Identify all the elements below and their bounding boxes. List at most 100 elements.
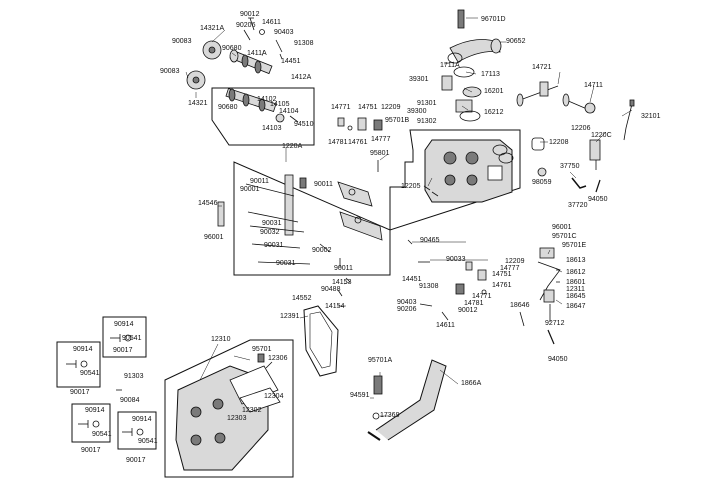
part-label: 14153 <box>332 279 352 286</box>
bolt-90012 <box>248 17 255 31</box>
part-label: 14721 <box>532 64 552 71</box>
bolt-90206 <box>243 29 251 41</box>
part-label: 12302 <box>242 407 262 414</box>
cam-holder-right <box>337 181 383 241</box>
group-frame-valve-cover <box>164 339 294 478</box>
part-label: 1411A <box>247 50 267 57</box>
pin-12205 <box>423 185 439 197</box>
sensor-32101 <box>623 99 635 141</box>
group-frame-bolt-a <box>56 341 101 388</box>
part-label: 14105 <box>270 101 290 108</box>
part-label: 1711A <box>440 62 460 69</box>
part-label: 90541 <box>122 335 142 342</box>
part-label: 32101 <box>641 113 661 120</box>
part-label: 1220C <box>591 132 612 139</box>
bolt-90403-lower <box>419 303 433 307</box>
part-label: 17113 <box>481 71 500 78</box>
part-label: 12209 <box>381 104 401 111</box>
part-label: 1412A <box>291 74 312 81</box>
group-frame-bolt-c <box>71 403 111 443</box>
valve-spring-set-lower <box>455 261 487 295</box>
part-label: 90001 <box>240 186 260 193</box>
part-label: 18645 <box>566 293 586 300</box>
part-label: 12205 <box>401 183 421 190</box>
part-label: 91302 <box>417 118 437 125</box>
part-label: 14781 <box>328 139 348 146</box>
part-label: 90002 <box>312 247 332 254</box>
part-label: 90680 <box>222 45 242 52</box>
part-label: 95701A <box>368 357 393 364</box>
part-label: 14451 <box>281 58 301 65</box>
part-label: 90031 <box>276 260 296 267</box>
part-label: 90541 <box>138 438 158 445</box>
part-label: 90465 <box>420 237 440 244</box>
bolt-90012-lower <box>441 311 449 321</box>
part-label: 12310 <box>211 336 231 343</box>
part-label: 91303 <box>124 373 144 380</box>
bolt-90465 <box>407 239 413 245</box>
part-label: 14771 <box>331 104 351 111</box>
part-label: 94591 <box>350 392 370 399</box>
sprocket-upper <box>202 40 222 60</box>
bolt-91308 <box>275 39 283 53</box>
clip-92712 <box>547 329 555 345</box>
part-label: 96701D <box>481 16 506 23</box>
part-label: 90084 <box>120 397 140 404</box>
leader-lines <box>185 17 633 417</box>
part-label: 12209 <box>505 258 525 265</box>
part-label: 12303 <box>227 415 247 422</box>
part-label: 14781 <box>464 300 484 307</box>
part-label: 90017 <box>126 457 146 464</box>
part-label: 14102 <box>257 96 277 103</box>
part-label: 90011 <box>334 265 353 272</box>
part-label: 90011 <box>250 178 269 185</box>
part-label: 90206 <box>397 306 417 313</box>
part-label: 96001 <box>552 224 572 231</box>
tensioner-assembly-right <box>537 247 561 322</box>
part-label: 90541 <box>92 431 112 438</box>
bolt-set-c <box>78 420 100 428</box>
group-frame-bolt-b <box>102 316 147 358</box>
part-label: 90031 <box>262 220 282 227</box>
group-frame-cylinder-head <box>233 129 521 276</box>
part-label: 90083 <box>172 38 192 45</box>
part-label: 90403 <box>274 29 294 36</box>
part-label: 90914 <box>73 346 93 353</box>
part-label: 12206 <box>571 125 591 132</box>
part-label: 90017 <box>70 389 90 396</box>
part-label: 90652 <box>506 38 526 45</box>
stud-14546 <box>217 201 225 227</box>
part-label: 12391 <box>280 313 300 320</box>
part-label: 98059 <box>532 179 552 186</box>
bolt-90488 <box>337 289 343 297</box>
part-label: 14546 <box>198 200 218 207</box>
part-label: 90017 <box>113 347 133 354</box>
intake-hose <box>447 9 502 64</box>
camshaft-intake <box>229 49 273 75</box>
part-label: 14451 <box>402 276 422 283</box>
pin-14153 <box>345 277 351 283</box>
part-label: 14711 <box>584 82 603 89</box>
part-label: 90012 <box>458 307 478 314</box>
part-label: 14104 <box>279 108 299 115</box>
part-label: 94050 <box>548 356 568 363</box>
part-label: 18612 <box>566 269 586 276</box>
part-label: 14611 <box>262 19 281 26</box>
part-label: 1220A <box>282 143 303 150</box>
part-label: 14611 <box>436 322 455 329</box>
part-label: 95701B <box>385 117 410 124</box>
thermostat-group <box>441 75 482 122</box>
part-label: 90680 <box>218 104 238 111</box>
part-label: 18613 <box>566 257 586 264</box>
part-label: 90914 <box>85 407 105 414</box>
part-label: 14321A <box>200 25 225 32</box>
head-bolts <box>245 183 341 268</box>
part-label: 90033 <box>446 256 466 263</box>
manifold-17113 <box>453 66 475 78</box>
part-label: 14761 <box>492 282 512 289</box>
part-label: 96001 <box>204 234 224 241</box>
part-label: 90012 <box>240 11 260 18</box>
part-label: 18646 <box>510 302 530 309</box>
valve-intake <box>516 81 559 107</box>
valve-spring-set-upper <box>337 117 383 131</box>
